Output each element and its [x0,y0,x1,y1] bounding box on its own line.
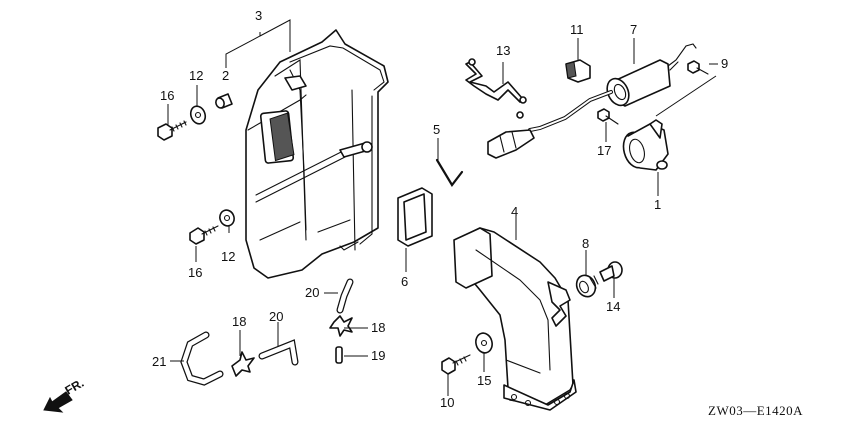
callout-19[interactable]: 19 [371,348,385,363]
callout-7[interactable]: 7 [630,22,637,37]
grommet[interactable] [573,272,599,300]
washer-lower[interactable] [218,208,237,228]
callout-10[interactable]: 10 [440,395,454,410]
callout-21[interactable]: 21 [152,354,166,369]
callout-16-lower[interactable]: 16 [188,265,202,280]
tube-u[interactable] [180,331,224,386]
bolt-lower[interactable] [441,354,471,375]
air-duct[interactable] [453,227,577,411]
tube-clip-left[interactable] [231,351,255,377]
callout-2[interactable]: 2 [222,68,229,83]
tube-clip-right[interactable] [329,315,353,337]
callout-13[interactable]: 13 [496,43,510,58]
callout-17[interactable]: 17 [597,143,611,158]
collar-bolt[interactable] [599,261,623,282]
callout-9[interactable]: 9 [721,56,728,71]
tube-joint[interactable] [335,346,343,364]
bolt-upper[interactable] [687,60,709,75]
callouts: 3 2 12 16 12 16 6 5 13 11 7 9 17 1 4 8 1… [152,8,728,410]
tube-right[interactable] [336,278,354,314]
arrow-left-down-icon [43,391,73,413]
callout-11[interactable]: 11 [570,22,584,37]
callout-5[interactable]: 5 [433,122,440,137]
leader-lines [167,19,718,396]
callout-18-left[interactable]: 18 [232,314,246,329]
washer-duct[interactable] [474,331,495,354]
front-direction-indicator: FR. [43,376,86,413]
callout-20-right[interactable]: 20 [305,285,319,300]
tube-left[interactable] [258,339,299,366]
callout-8[interactable]: 8 [582,236,589,251]
wire-clip[interactable] [435,158,464,187]
callout-14[interactable]: 14 [606,299,620,314]
bolt-bracket[interactable] [597,108,619,125]
canister-with-harness[interactable] [487,43,697,159]
seal-gasket[interactable] [397,187,433,247]
collar[interactable] [215,93,233,109]
bolt-cover-upper[interactable] [157,120,187,141]
wire-holder[interactable] [465,58,527,119]
bolt-cover-lower[interactable] [189,225,219,245]
callout-12-upper[interactable]: 12 [189,68,203,83]
callout-12-lower[interactable]: 12 [221,249,235,264]
cover-assembly[interactable] [245,29,389,279]
washer-upper[interactable] [188,104,207,126]
callout-18-right[interactable]: 18 [371,320,385,335]
callout-16-upper[interactable]: 16 [160,88,174,103]
callout-6[interactable]: 6 [401,274,408,289]
diagram-reference-code: ZW03—E1420A [708,403,803,418]
callout-3[interactable]: 3 [255,8,262,23]
callout-15[interactable]: 15 [477,373,491,388]
mounting-bracket[interactable] [620,119,669,171]
callout-20-left[interactable]: 20 [269,309,283,324]
clamp[interactable] [565,59,591,83]
callout-4[interactable]: 4 [511,204,518,219]
callout-1[interactable]: 1 [654,197,661,212]
